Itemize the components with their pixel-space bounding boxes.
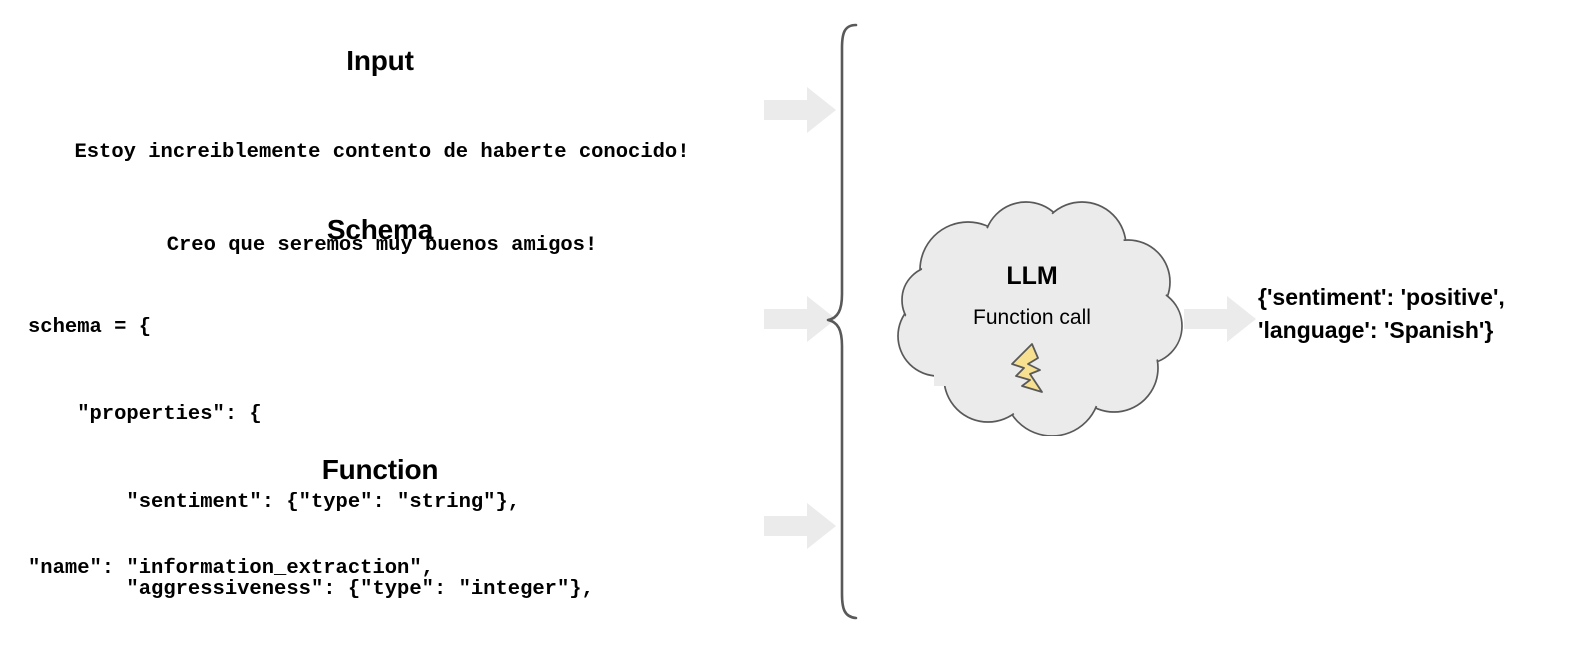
input-line: Creo que seremos muy buenos amigos!: [166, 233, 598, 257]
output-line: 'language': 'Spanish'}: [1258, 317, 1494, 344]
arrow-right-icon-schema: [764, 296, 836, 342]
arrow-right-icon-input: [764, 87, 836, 133]
function-section-title: Function: [321, 454, 439, 485]
input-text-block: Estoy increiblemente contento de haberte…: [0, 77, 760, 323]
schema-section: Schema schema = { "properties": { "senti…: [0, 214, 760, 647]
function-code-line: "name": "information_extraction",: [28, 557, 434, 581]
input-section-title: Input: [346, 45, 414, 76]
schema-code-line: "sentiment": {"type": "string"},: [28, 490, 521, 514]
llm-cloud: LLM Function call: [876, 196, 1188, 436]
schema-code-line: "aggressiveness": {"type": "integer"},: [28, 578, 594, 601]
output-line: {'sentiment': 'positive',: [1258, 284, 1505, 310]
curly-brace-icon: [826, 22, 876, 622]
arrow-right-icon-function: [764, 503, 836, 549]
arrow-right-icon-output: [1184, 296, 1256, 342]
function-code-block: "name": "information_extraction", "descr…: [0, 496, 760, 647]
function-section: Function "name": "information_extraction…: [0, 454, 760, 647]
schema-code-line: "properties": {: [28, 403, 262, 427]
schema-code-block: schema = { "properties": { "sentiment": …: [0, 255, 760, 647]
input-section: Input Estoy increiblemente contento de h…: [0, 45, 760, 323]
schema-section-title: Schema: [326, 214, 434, 245]
schema-code-line: schema = {: [28, 316, 152, 340]
output-result: {'sentiment': 'positive', 'language': 'S…: [1258, 281, 1568, 348]
input-line: Estoy increiblemente contento de haberte…: [74, 141, 690, 165]
